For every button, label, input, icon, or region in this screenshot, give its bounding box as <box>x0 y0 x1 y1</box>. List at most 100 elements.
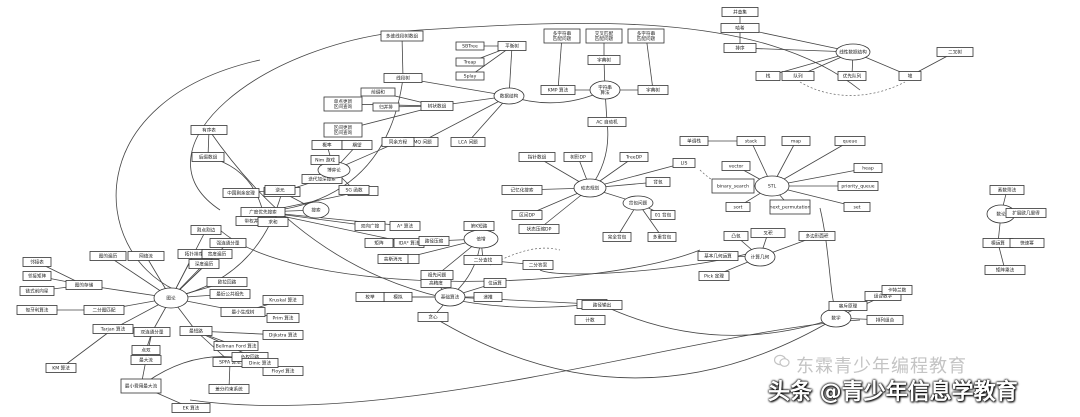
node-label: 堆 <box>908 73 913 80</box>
node-maxflow: 最大流 <box>130 355 162 365</box>
node-label: 数论 <box>996 211 1006 218</box>
node-label: map <box>791 140 801 145</box>
node-dijk: Dijkstra 算法 <box>262 330 304 340</box>
edge-layer <box>36 12 1027 409</box>
node-prim: Prim 算法 <box>266 313 300 323</box>
node-label: 枚举 <box>365 294 375 301</box>
node-ancient: 祖先问题 <box>420 270 454 280</box>
node-label: 匹配问题 <box>553 35 572 42</box>
node-label: 欧拉回路 <box>218 279 237 286</box>
node-prob: 概率 <box>311 140 343 150</box>
node-label: 字典树 <box>597 57 611 64</box>
node-label: heap <box>862 166 874 172</box>
node-label: 同余方程 <box>389 139 408 146</box>
node-basic: 基本几何运算 <box>697 251 739 261</box>
node-dinic: Dinic 算法 <box>241 358 279 368</box>
node-group: 背包问题 <box>622 195 654 211</box>
node-label: 最小生成树 <box>232 309 255 316</box>
node-dbfs: 双向广搜 <box>354 221 386 231</box>
node-label: 背包问题 <box>629 200 648 207</box>
node-label: 高精度 <box>429 280 443 287</box>
node-label: 算法 <box>600 89 610 96</box>
node-diff: 差分约束系统 <box>208 384 250 394</box>
node-label: Splay <box>464 74 477 80</box>
node-memo: 记忆化搜索 <box>501 185 543 195</box>
node-label: 并查集 <box>733 9 747 16</box>
node-set: set <box>843 202 871 212</box>
node-label: 背包 <box>653 179 663 186</box>
node-label: 树形DP <box>570 154 586 161</box>
node-label: 线性数据结构 <box>839 49 867 56</box>
edge-n_divide-n_sorted <box>208 129 593 308</box>
node-label: 最小费用最大流 <box>125 383 158 390</box>
node-label: STL <box>768 184 777 190</box>
node-kth: 第K短路 <box>463 221 495 231</box>
watermark-faint: 东霖青少年编程教育 <box>796 356 967 377</box>
node-label: 位运算 <box>488 280 502 287</box>
node-bfsw: 宽度遍历 <box>201 249 233 259</box>
node-label: 卡特兰数 <box>888 287 907 294</box>
node-label: SG 函数 <box>345 187 363 194</box>
node-cut: 割点割边 <box>190 225 222 235</box>
node-incl: 容斥原理 <box>828 301 868 311</box>
node-pointer: 指针数组 <box>518 152 556 162</box>
edge-n_lds-n_order <box>739 47 854 53</box>
node-label: 贪心 <box>428 314 438 321</box>
node-pick: Pick 定理 <box>698 271 730 281</box>
node-label: 区间查询 <box>334 103 353 110</box>
node-bfsg: 图的遍历 <box>89 251 127 261</box>
node-bit: 二叉树 <box>936 47 974 57</box>
node-ac: AC 自动机 <box>587 117 627 127</box>
node-label: 栈 <box>766 73 771 80</box>
node-label: 多重背包 <box>653 234 672 241</box>
edge-n_stl-n_queue <box>771 140 851 187</box>
node-label: 递推 <box>483 294 493 301</box>
node-prefix: 前缀和 <box>360 87 396 97</box>
node-label: Nim 游戏 <box>315 157 335 164</box>
node-label: 邻接表 <box>30 259 44 266</box>
node-label: sort <box>734 205 743 211</box>
node-label: 差分约束系统 <box>215 386 243 393</box>
node-mst: 最小生成树 <box>220 307 266 317</box>
node-label: 归并排 <box>379 104 393 111</box>
node-label: 矩阵乘法 <box>996 267 1015 274</box>
node-label: 祖先问题 <box>428 272 447 279</box>
node-label: 匈牙利算法 <box>26 307 49 314</box>
node-label: 中国剩余定理 <box>227 190 255 197</box>
node-label: 区间更新 <box>334 124 353 131</box>
node-label: Treap <box>463 60 477 66</box>
node-adj: 邻接表 <box>22 257 52 267</box>
node-mono: 单调栈 <box>679 136 709 146</box>
node-sorted: 有序表 <box>190 125 228 135</box>
node-label: 网络流 <box>139 253 153 260</box>
node-prime: 素数筛法 <box>989 185 1025 195</box>
node-conn: 强连通分量 <box>209 238 247 248</box>
edge-n_greedy-n_math <box>432 316 837 379</box>
edge-n_kmp-n_dict1 <box>557 35 563 91</box>
node-ek: EK 算法 <box>171 403 211 413</box>
node-tree2: 树形DP <box>563 152 593 162</box>
node-dicttree: 字典树 <box>637 85 669 95</box>
node-label: 线段树 <box>396 75 410 82</box>
node-label: 博弈论 <box>327 167 341 174</box>
node-lds: 线性数据结构 <box>835 43 871 61</box>
node-queue2: 队列 <box>781 71 815 81</box>
node-label: Kruskal 算法 <box>269 297 297 304</box>
node-pathc: 路径压缩 <box>418 236 450 246</box>
node-label: 点双 <box>141 348 151 354</box>
edge-n_tarjan-n_km <box>60 328 114 369</box>
node-label: 期望 <box>352 142 362 149</box>
node-label: 动态规划 <box>581 185 600 192</box>
watermark-strong: 头条 @青少年信息学教育 <box>768 380 1018 405</box>
node-label: Floyd 算法 <box>271 368 294 375</box>
node-label: 计数 <box>585 317 595 324</box>
node-label: 路径压缩 <box>425 238 444 245</box>
node-label: 后缀数组 <box>199 154 218 161</box>
node-label: 模运算 <box>991 240 1005 247</box>
node-label: 图的遍历 <box>99 253 118 260</box>
node-label: 多边形面积 <box>806 233 829 240</box>
node-label: 最近公共祖先 <box>216 291 244 298</box>
